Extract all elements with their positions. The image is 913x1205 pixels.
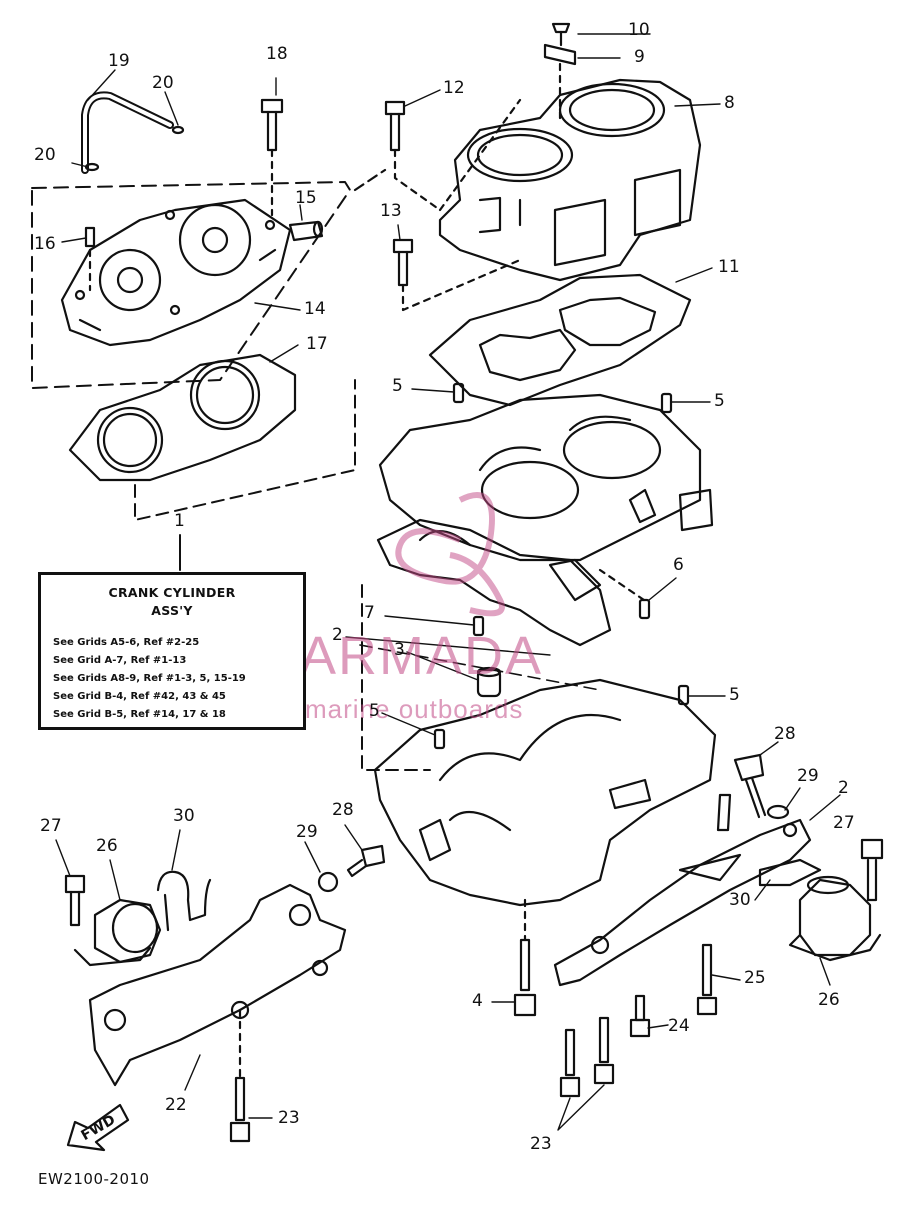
callout-24: 24 bbox=[668, 1016, 690, 1036]
infobox-ref-line: See Grid A-7, Ref #1-13 bbox=[53, 655, 187, 666]
callout-5-a: 5 bbox=[392, 376, 403, 396]
callout-17: 17 bbox=[306, 334, 328, 354]
dowel-part-5-b bbox=[660, 392, 673, 414]
callout-27-right: 27 bbox=[833, 813, 855, 833]
forward-arrow-icon bbox=[66, 1103, 130, 1152]
infobox-ref-line: See Grids A5-6, Ref #2-25 bbox=[53, 637, 200, 648]
bolt-part-12 bbox=[384, 98, 522, 212]
dowel-part-5-a bbox=[452, 382, 465, 404]
callout-3: 3 bbox=[394, 640, 405, 660]
callout-30-right: 30 bbox=[729, 890, 751, 910]
callout-20-upper: 20 bbox=[152, 73, 174, 93]
dowel-part-7 bbox=[472, 615, 485, 637]
callout-13: 13 bbox=[380, 201, 402, 221]
bolt-part-23-c bbox=[229, 1008, 251, 1143]
callout-18: 18 bbox=[266, 44, 288, 64]
damper-part-30-right bbox=[758, 858, 822, 887]
bolt-part-27-left bbox=[64, 874, 86, 927]
cylinder-gasket-part-11 bbox=[428, 273, 692, 407]
callout-5-d: 5 bbox=[369, 701, 380, 721]
damper-part-30-left bbox=[156, 870, 212, 932]
mount-bracket-part-22 bbox=[88, 883, 347, 1087]
callout-12: 12 bbox=[443, 78, 465, 98]
bolt-part-23-a bbox=[559, 1028, 581, 1098]
callout-26-left: 26 bbox=[96, 836, 118, 856]
callout-23-left: 23 bbox=[278, 1108, 300, 1128]
infobox-ref-line: See Grids A8-9, Ref #1-3, 5, 15-19 bbox=[53, 673, 246, 684]
clamp-part-9 bbox=[543, 43, 577, 122]
callout-20-lower: 20 bbox=[34, 145, 56, 165]
callout-7: 7 bbox=[364, 603, 375, 623]
watermark-logo-icon bbox=[395, 492, 505, 617]
bolt-part-28-right bbox=[733, 753, 767, 819]
callout-14: 14 bbox=[304, 299, 326, 319]
dowel-part-16 bbox=[84, 226, 96, 292]
callout-2-right: 2 bbox=[838, 778, 849, 798]
callout-4: 4 bbox=[472, 991, 483, 1011]
callout-28-right: 28 bbox=[774, 724, 796, 744]
washer-part-29-right bbox=[766, 804, 790, 820]
rubber-mount-part-26-left bbox=[73, 898, 162, 967]
callout-15: 15 bbox=[295, 188, 317, 208]
diagram-code: EW2100-2010 bbox=[38, 1170, 150, 1188]
callout-26-right: 26 bbox=[818, 990, 840, 1010]
dowel-part-6 bbox=[598, 568, 651, 620]
screw-part-10 bbox=[551, 22, 571, 47]
callout-28-left: 28 bbox=[332, 800, 354, 820]
lower-crankcase bbox=[373, 678, 732, 907]
infobox-title-line1: CRANK CYLINDER bbox=[108, 585, 236, 600]
callout-29-right: 29 bbox=[797, 766, 819, 786]
dowel-part-5-d bbox=[433, 728, 446, 750]
callout-19: 19 bbox=[108, 51, 130, 71]
infobox-title-line2: ASS'Y bbox=[151, 603, 193, 618]
callout-23-bottom: 23 bbox=[530, 1134, 552, 1154]
callout-29-left: 29 bbox=[296, 822, 318, 842]
watermark-brand: ARMADA bbox=[300, 626, 544, 686]
mount-bracket-part-2-right bbox=[553, 818, 812, 987]
bolt-part-23-b bbox=[593, 1016, 615, 1085]
washer-part-29-left bbox=[317, 871, 339, 893]
callout-8: 8 bbox=[724, 93, 735, 113]
callout-22: 22 bbox=[165, 1095, 187, 1115]
plug-part-15 bbox=[288, 220, 324, 242]
cylinder-block-part-8 bbox=[438, 78, 702, 282]
callout-6: 6 bbox=[673, 555, 684, 575]
infobox-ref-line: See Grid B-4, Ref #42, 43 & 45 bbox=[53, 691, 226, 702]
bolt-part-27-right bbox=[860, 838, 884, 902]
hose-part-19 bbox=[81, 91, 185, 174]
bolt-part-4 bbox=[513, 898, 537, 1017]
bolt-part-18 bbox=[260, 98, 284, 217]
watermark-tagline: marine outboards bbox=[305, 694, 524, 724]
rubber-mount-part-26-right bbox=[788, 875, 882, 962]
callout-9: 9 bbox=[634, 47, 645, 67]
head-gasket-part-17 bbox=[68, 353, 297, 482]
crank-cylinder-reference-box: CRANK CYLINDER ASS'Y See Grids A5-6, Ref… bbox=[38, 572, 306, 730]
callout-16: 16 bbox=[34, 234, 56, 254]
callout-25: 25 bbox=[744, 968, 766, 988]
bolt-part-25 bbox=[696, 943, 718, 1016]
callout-10: 10 bbox=[628, 20, 650, 40]
callout-11: 11 bbox=[718, 257, 740, 277]
upper-crankcase bbox=[378, 393, 714, 562]
bolt-part-13 bbox=[392, 238, 522, 312]
callout-30-left: 30 bbox=[173, 806, 195, 826]
infobox-ref-line: See Grid B-5, Ref #14, 17 & 18 bbox=[53, 709, 226, 720]
cylinder-head-part-14 bbox=[31, 181, 351, 389]
callout-27-left: 27 bbox=[40, 816, 62, 836]
callout-5-c: 5 bbox=[729, 685, 740, 705]
bolt-part-28-left bbox=[346, 844, 386, 878]
bolt-part-24 bbox=[629, 994, 651, 1038]
callout-2-left: 2 bbox=[332, 625, 343, 645]
callout-5-b: 5 bbox=[714, 391, 725, 411]
callout-1: 1 bbox=[174, 511, 185, 531]
